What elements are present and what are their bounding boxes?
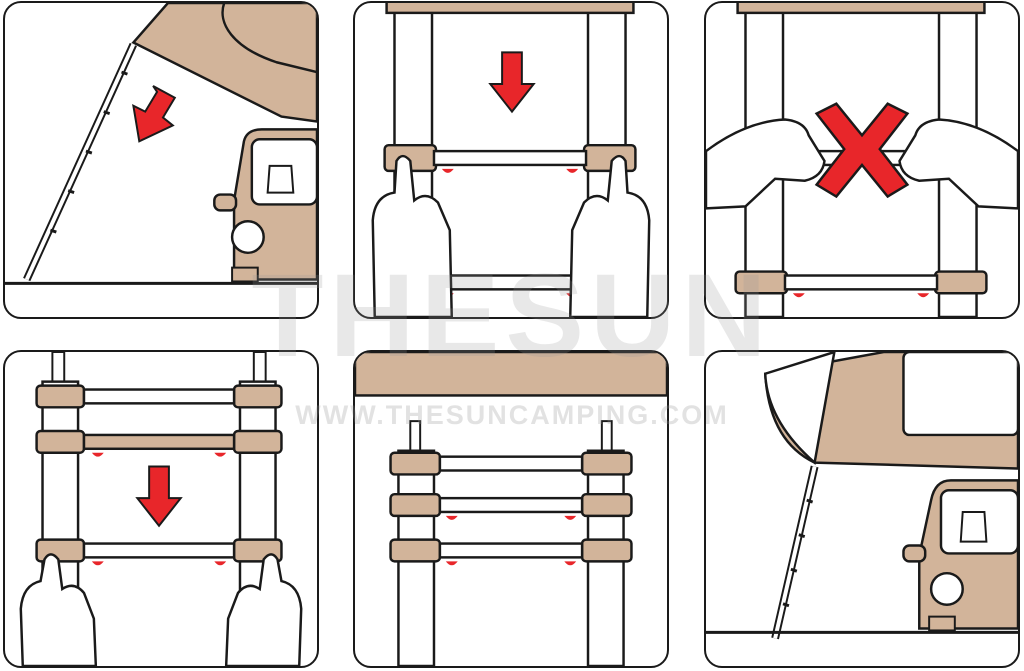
ladder-icon <box>23 42 137 282</box>
hand-icon <box>19 553 303 666</box>
hand-icon <box>706 118 1018 210</box>
cross-icon <box>814 102 910 199</box>
down-arrow-icon <box>132 85 177 143</box>
step-2-panel <box>353 1 669 319</box>
step-5-illustration <box>355 352 667 666</box>
step-5-panel <box>353 350 669 668</box>
car-icon <box>902 479 1018 632</box>
hand-icon <box>371 154 651 317</box>
tent-icon <box>355 352 667 397</box>
step-3-panel <box>704 1 1020 319</box>
ladder-icon <box>771 465 819 640</box>
tent-icon <box>763 352 1018 470</box>
step-1-panel <box>3 1 319 319</box>
step-6-panel <box>704 350 1020 668</box>
car-icon <box>213 128 317 283</box>
step-4-illustration <box>19 352 303 666</box>
down-arrow-icon <box>135 465 183 528</box>
ladder-icon <box>389 420 633 666</box>
down-arrow-icon <box>488 51 536 114</box>
step-2-illustration <box>371 3 651 317</box>
step-4-panel <box>3 350 319 668</box>
step-6-illustration <box>706 352 1018 640</box>
step-1-illustration <box>5 3 317 285</box>
step-3-illustration <box>706 3 1018 317</box>
